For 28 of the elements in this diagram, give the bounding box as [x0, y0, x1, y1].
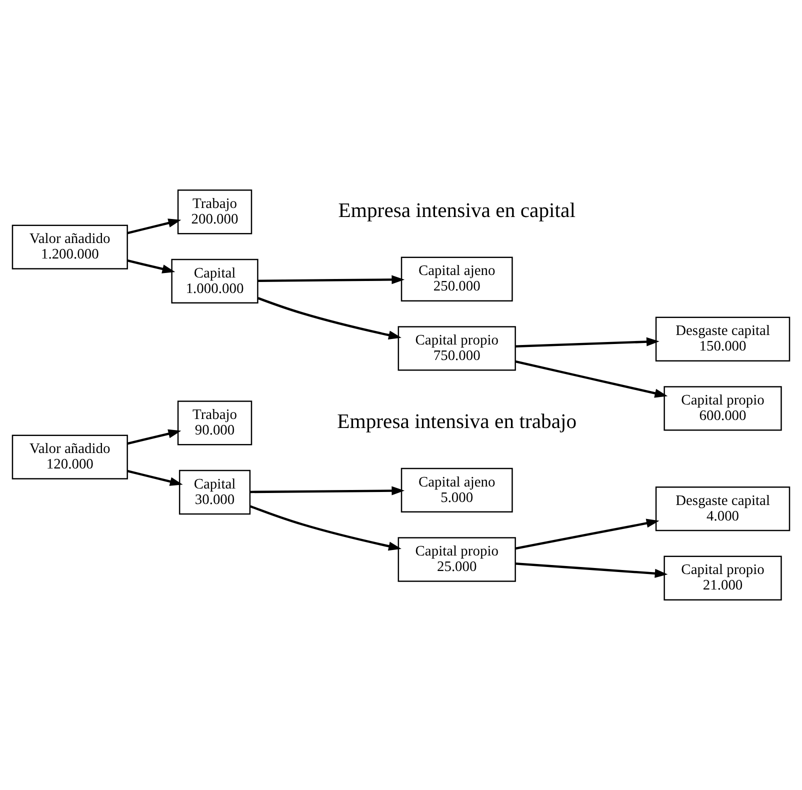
node-box: Capital ajeno 5.000 — [400, 468, 513, 513]
arrow — [515, 337, 660, 348]
arrow — [127, 470, 183, 486]
node-box: Capital 30.000 — [178, 470, 251, 515]
node-box: Trabajo 200.000 — [177, 190, 252, 234]
arrow — [250, 505, 402, 551]
node-box: Desgaste capital 4.000 — [655, 486, 790, 532]
node-box: Trabajo 90.000 — [177, 400, 252, 446]
label: Empresa intensiva en trabajo — [337, 411, 577, 434]
node-box: Capital propio 750.000 — [398, 326, 516, 371]
arrow — [127, 259, 176, 274]
arrow — [250, 486, 405, 496]
node-box: Valor añadido 1.200.000 — [12, 224, 128, 270]
node-box: Capital propio 25.000 — [398, 537, 516, 582]
arrow — [515, 518, 660, 550]
arrow — [127, 218, 182, 234]
node-box: Capital propio 600.000 — [664, 386, 782, 431]
node-box: Desgaste capital 150.000 — [655, 316, 790, 362]
arrow — [515, 360, 668, 398]
node-box: Valor añadido 120.000 — [12, 434, 128, 480]
node-box: Capital 1.000.000 — [171, 258, 258, 304]
node-box: Capital propio 21.000 — [664, 556, 782, 600]
label: Empresa intensiva en capital — [338, 200, 576, 222]
arrow — [258, 275, 405, 284]
node-box: Capital ajeno 250.000 — [400, 256, 513, 302]
arrow — [258, 297, 402, 340]
arrow — [127, 429, 182, 445]
arrow — [515, 562, 668, 578]
